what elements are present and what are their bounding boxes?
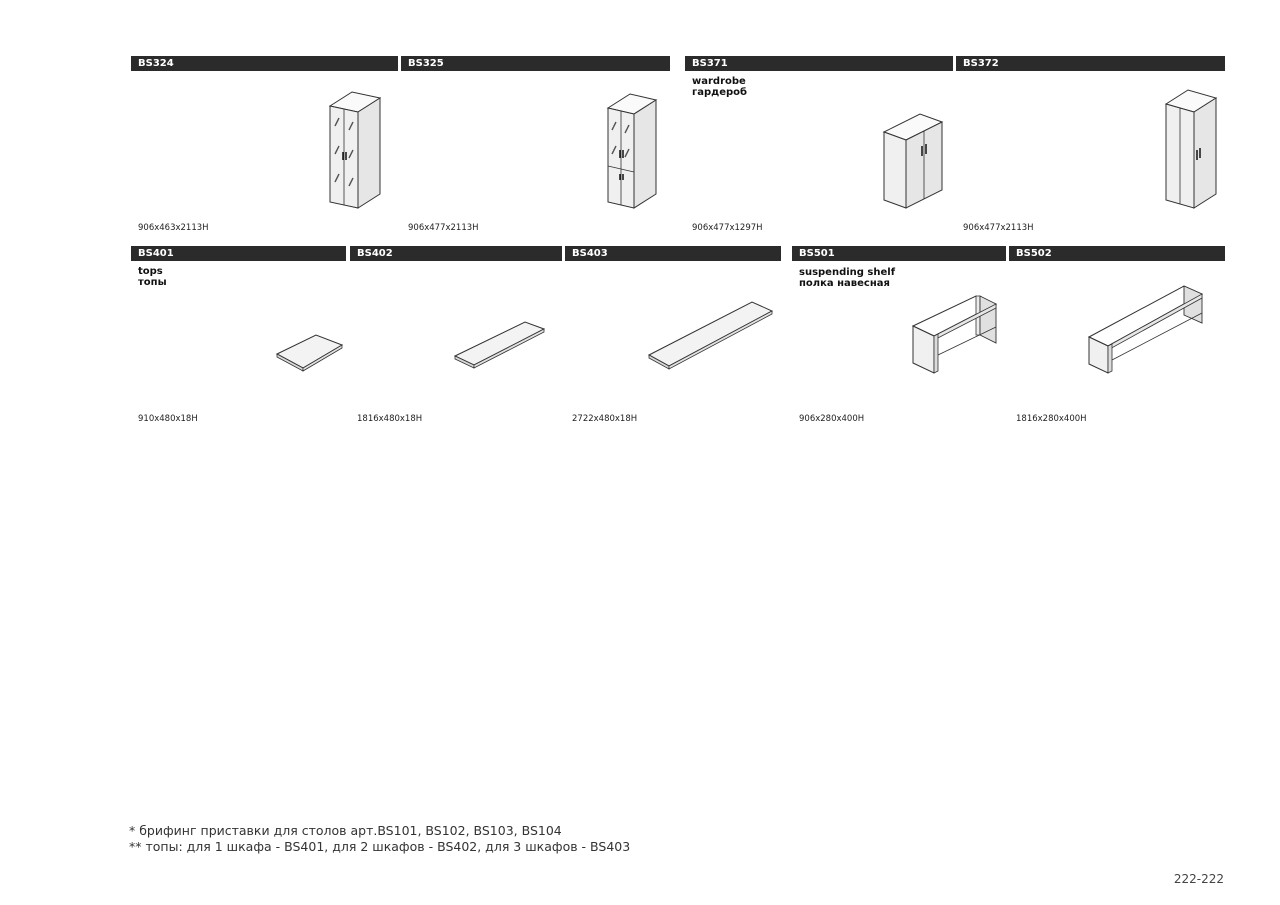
dims-bs501: 906x280x400H xyxy=(799,414,865,424)
header-bs403: BS403 xyxy=(565,246,781,261)
header-bs324: BS324 xyxy=(131,56,398,71)
top-panel-small-icon xyxy=(274,332,346,376)
header-bs401: BS401 xyxy=(131,246,346,261)
glass-top-wardrobe-icon xyxy=(604,88,660,212)
footnote-2: ** топы: для 1 шкафа - BS401, для 2 шкаф… xyxy=(129,839,631,854)
top-panel-large-icon xyxy=(646,299,776,375)
header-bs325: BS325 xyxy=(401,56,670,71)
header-bs402: BS402 xyxy=(350,246,562,261)
dims-bs402: 1816x480x18H xyxy=(357,414,423,424)
header-bs371: BS371 xyxy=(685,56,953,71)
glass-door-wardrobe-icon xyxy=(326,84,384,214)
low-wardrobe-icon xyxy=(880,110,946,212)
tall-wardrobe-icon xyxy=(1162,84,1220,214)
category-wardrobe-ru: гардероб xyxy=(692,87,747,98)
header-bs501: BS501 xyxy=(792,246,1006,261)
dims-bs372: 906x477x2113H xyxy=(963,223,1034,233)
suspending-shelf-short-icon xyxy=(910,293,1000,375)
dims-bs403: 2722x480x18H xyxy=(572,414,638,424)
category-shelf-ru: полка навесная xyxy=(799,278,890,289)
category-shelf-en: suspending shelf xyxy=(799,267,896,278)
footnote-1: * брифинг приставки для столов арт.BS101… xyxy=(129,823,562,838)
category-wardrobe-en: wardrobe xyxy=(692,76,746,87)
dims-bs502: 1816x280x400H xyxy=(1016,414,1087,424)
dims-bs325: 906x477x2113H xyxy=(408,223,479,233)
dims-bs401: 910x480x18H xyxy=(138,414,198,424)
header-bs372: BS372 xyxy=(956,56,1225,71)
header-bs502: BS502 xyxy=(1009,246,1225,261)
dims-bs324: 906x463x2113H xyxy=(138,223,209,233)
page-number: 222-222 xyxy=(1173,872,1224,886)
top-panel-medium-icon xyxy=(452,319,548,375)
category-tops-ru: топы xyxy=(138,277,167,288)
dims-bs371: 906x477x1297H xyxy=(692,223,763,233)
category-tops-en: tops xyxy=(138,266,163,277)
suspending-shelf-long-icon xyxy=(1086,283,1206,377)
